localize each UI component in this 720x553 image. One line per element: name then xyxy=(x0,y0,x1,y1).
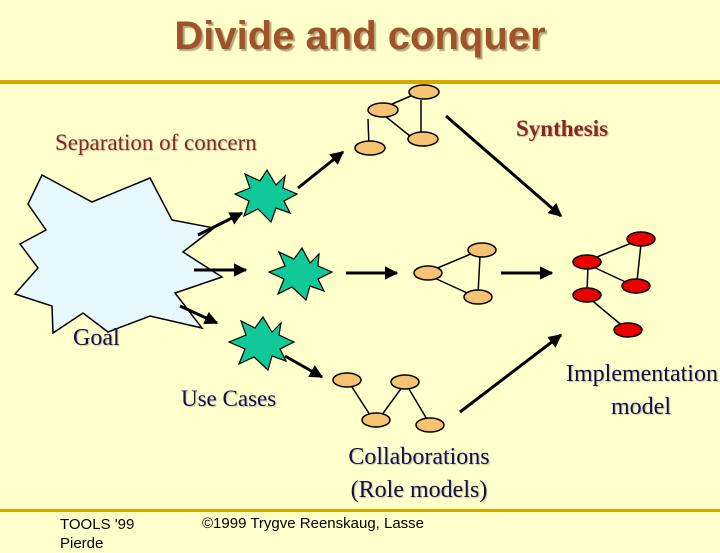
goal-label: Goal xyxy=(73,325,120,351)
slide-title: Divide and conquer xyxy=(174,14,546,58)
use-cases-label: Use Cases xyxy=(181,386,277,411)
use-case-star-middle xyxy=(267,246,334,302)
footer-conference-line1: TOOLS '99 xyxy=(60,516,135,533)
arrow-to-bottom-use-case xyxy=(179,304,219,325)
footer-conference: TOOLS '99 Pierde xyxy=(60,515,134,553)
role-model-top xyxy=(354,84,440,156)
collaborations-label: Collaborations (Role models) xyxy=(328,441,510,507)
arrow-to-top-role-model xyxy=(297,150,345,190)
footer-conference-line2: Pierde xyxy=(60,535,104,552)
arrow-synthesis xyxy=(445,114,563,218)
goal-star xyxy=(13,173,224,335)
divide-and-conquer-diagram xyxy=(13,84,656,433)
title-divider xyxy=(0,80,720,84)
separation-of-concern-label: Separation of concern xyxy=(55,130,257,155)
use-case-star-top xyxy=(233,168,299,224)
use-case-star-bottom xyxy=(227,315,296,372)
collaborations-label-line1: Collaborations xyxy=(348,444,490,470)
footer-divider xyxy=(0,509,720,512)
arrow-to-bottom-role-model xyxy=(284,354,324,379)
footer-copyright: ©1999 Trygve Reenskaug, Lasse xyxy=(202,515,425,532)
implementation-model-label: Implementation model xyxy=(566,358,718,424)
role-model-middle xyxy=(413,242,497,305)
role-model-bottom xyxy=(332,372,445,433)
synthesis-label: Synthesis xyxy=(516,116,609,141)
implementation-graph xyxy=(572,231,656,338)
arrow-to-top-use-case xyxy=(197,211,244,237)
collaborations-label-line2: (Role models) xyxy=(350,477,488,503)
implementation-label-line1: Implementation xyxy=(566,361,718,387)
arrow-collaborations-to-implementation xyxy=(459,333,563,414)
implementation-label-line2: model xyxy=(611,394,671,420)
